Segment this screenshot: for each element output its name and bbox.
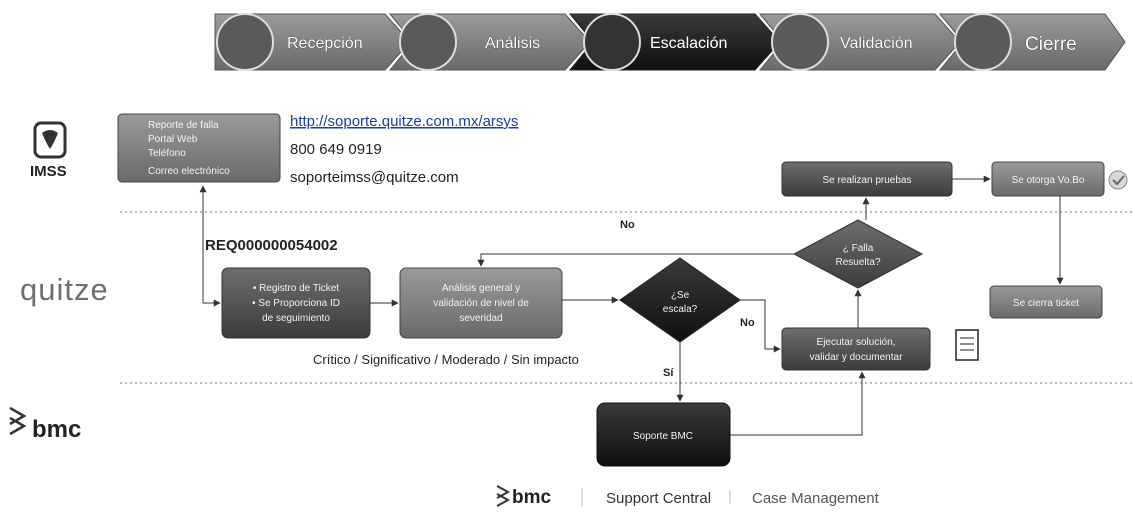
footer: bmc Support Central Case Management [496, 485, 880, 508]
edge-falla-no-to-analisis [477, 253, 794, 267]
phase-label-analisis: Análisis [485, 35, 540, 52]
edge-bmc-to-ejecutar [730, 371, 866, 436]
support-phone: 800 649 0919 [290, 141, 382, 158]
edge-label-no-mid: No [740, 317, 755, 329]
registro-line-3: de seguimiento [262, 313, 330, 324]
bmc-logo-text: bmc [32, 416, 81, 443]
bmc-logo-mark [9, 406, 27, 436]
analisis-line-2: validación de nivel de [433, 298, 529, 309]
node-ejecutar-solucion [781, 327, 931, 371]
footer-bmc-mark [496, 485, 511, 507]
phase-label-cierre: Cierre [1025, 34, 1077, 55]
channel-correo: Correo electrónico [148, 166, 230, 177]
ejecutar-line-2: validar y documentar [810, 352, 903, 363]
phase-label-recepcion: Recepción [287, 35, 363, 52]
channel-portal: Portal Web [148, 134, 198, 145]
checkmark-icon-tick [1112, 175, 1125, 186]
edge-label-no-top: No [620, 219, 635, 231]
contact-channels-box [117, 113, 281, 183]
team-meeting-icon [771, 13, 829, 71]
channel-telefono: Teléfono [148, 148, 186, 159]
analyst-at-computer-icon [399, 13, 457, 71]
document-icon [955, 329, 979, 361]
support-url-link[interactable]: http://soporte.quitze.com.mx/arsys [290, 113, 518, 130]
footer-case-management[interactable]: Case Management [752, 490, 880, 507]
soporte-bmc-label: Soporte BMC [633, 431, 693, 442]
connectors [199, 175, 1064, 436]
imss-logo-emblem [33, 121, 67, 159]
document-icon-sheet [955, 329, 979, 361]
support-email: soporteimss@quitze.com [290, 169, 459, 186]
phase-label-escalacion: Escalación [650, 35, 727, 52]
node-cierra-ticket [989, 285, 1103, 319]
bmc-logo: bmc [9, 406, 81, 443]
registro-line-1: • Registro de Ticket [253, 283, 340, 294]
pruebas-label: Se realizan pruebas [823, 175, 912, 186]
imss-logo: IMSS [30, 121, 67, 180]
imss-logo-eagle [42, 130, 58, 149]
request-id: REQ000000054002 [205, 237, 338, 254]
footer-support-central[interactable]: Support Central [606, 490, 711, 507]
phase-label-validacion: Validación [840, 35, 913, 52]
vobo-label: Se otorga Vo.Bo [1012, 175, 1085, 186]
registro-line-2: • Se Proporciona ID [252, 298, 340, 309]
cierra-label: Se cierra ticket [1013, 298, 1079, 309]
quitze-logo: quitze [20, 272, 109, 307]
se-escala-line-2: escala? [663, 304, 698, 315]
ejecutar-line-1: Ejecutar solución, [817, 337, 896, 348]
footer-bmc-brand: bmc [512, 487, 552, 508]
edge-escala-no-to-ejecutar [740, 299, 781, 353]
severity-levels: Crítico / Significativo / Moderado / Sin… [313, 352, 579, 367]
node-analisis-general [399, 267, 563, 339]
falla-line-2: Resuelta? [835, 257, 880, 268]
analisis-line-3: severidad [459, 313, 502, 324]
node-vobo [991, 161, 1105, 197]
analisis-line-1: Análisis general y [442, 283, 520, 294]
reception-desk-icon [216, 13, 274, 71]
se-escala-line-1: ¿Se [671, 290, 690, 301]
phase-bar: Recepción Análisis Escalación Validación… [214, 13, 1126, 71]
checkmark-icon [1108, 170, 1128, 190]
edge-label-si: Sí [663, 367, 674, 379]
channel-reporte: Reporte de falla [148, 120, 219, 131]
phone-support-icon [583, 13, 641, 71]
handshake-icon [954, 13, 1012, 71]
decision-falla-resuelta [792, 219, 924, 289]
imss-logo-text: IMSS [30, 163, 67, 180]
falla-line-1: ¿ Falla [843, 243, 874, 254]
